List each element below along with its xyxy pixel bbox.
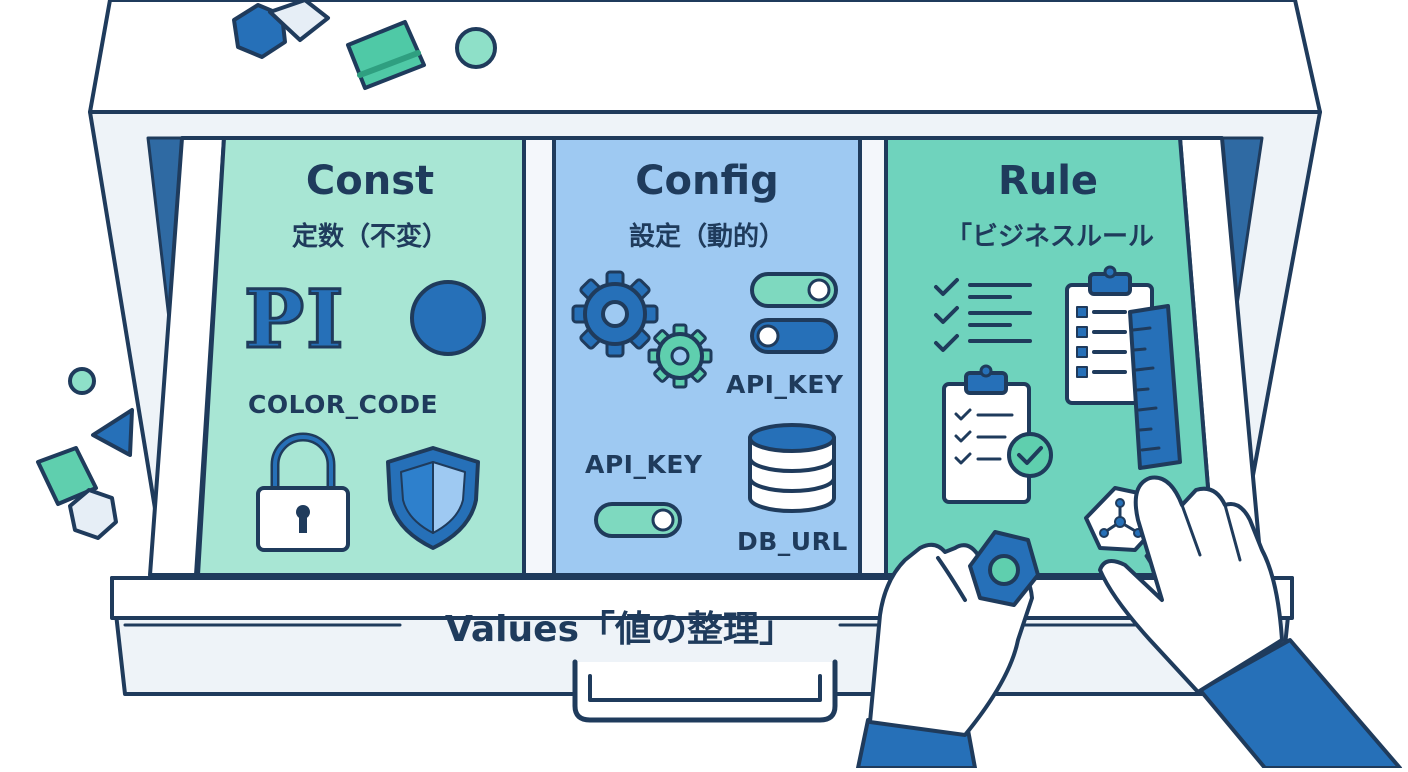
checklist-icon xyxy=(934,278,1032,352)
const-subtitle: 定数（不変） xyxy=(291,222,448,252)
floating-cube-icon xyxy=(36,446,98,506)
db-url-label: DB_URL xyxy=(737,527,848,556)
floating-hex-outline-icon xyxy=(68,488,118,540)
const-title: Const xyxy=(305,158,435,204)
floating-card-icon xyxy=(346,20,426,90)
floating-diamond-icon xyxy=(268,0,330,42)
clipboard-check-icon xyxy=(942,364,1053,504)
drawer-handle[interactable] xyxy=(572,659,838,723)
divider-1 xyxy=(522,136,556,577)
ruler-icon xyxy=(1128,304,1182,470)
drawer-front-label: Values「値の整理」 xyxy=(445,609,795,650)
padlock-icon xyxy=(256,432,350,552)
divider-2 xyxy=(858,136,888,577)
floating-circle-icon xyxy=(455,27,497,69)
small-gear-icon xyxy=(647,323,713,389)
rule-subtitle: 「ビジネスルール xyxy=(945,222,1154,252)
rule-title: Rule xyxy=(997,158,1099,204)
color-code-label: COLOR_CODE xyxy=(248,390,439,419)
config-title: Config xyxy=(635,158,779,204)
pi-icon: PI xyxy=(243,271,346,368)
database-icon xyxy=(748,423,836,513)
right-hand-icon xyxy=(1098,475,1402,770)
circle-icon xyxy=(410,280,486,356)
floating-small-circle-icon xyxy=(68,367,96,395)
api-key-label-2: API_KEY xyxy=(585,450,703,479)
left-hand-icon xyxy=(856,530,1040,770)
toggle-switch-icon xyxy=(594,272,838,538)
gear-icon xyxy=(571,270,659,358)
floating-triangle-icon xyxy=(91,408,134,457)
api-key-label-1: API_KEY xyxy=(726,370,844,399)
config-subtitle: 設定（動的） xyxy=(628,222,785,252)
shield-icon xyxy=(386,446,480,550)
